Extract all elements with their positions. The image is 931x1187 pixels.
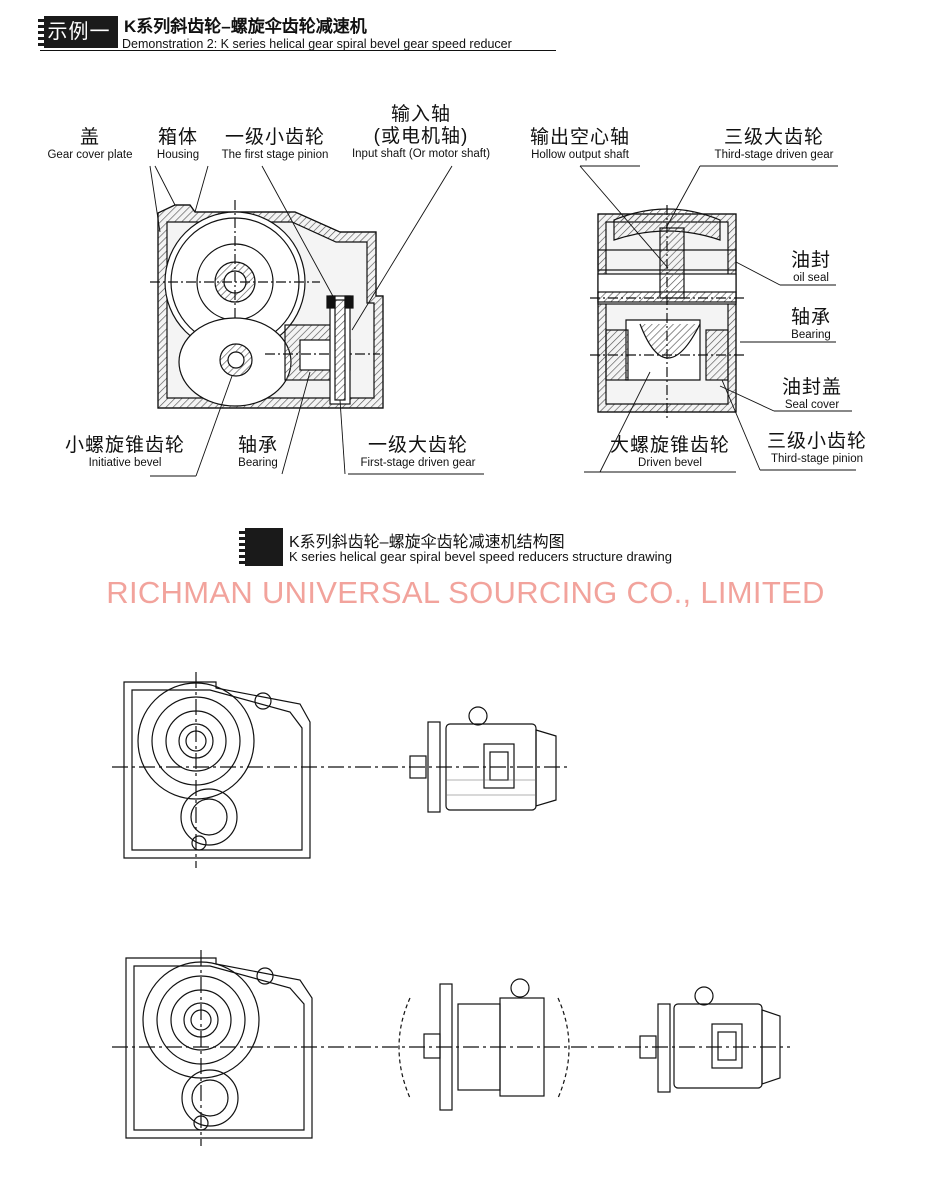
label-third-pinion: 三级小齿轮 Third-stage pinion: [766, 431, 867, 465]
label-first-pinion: 一级小齿轮 The first stage pinion: [221, 127, 329, 161]
label-hollow-output-shaft: 输出空心轴 Hollow output shaft: [529, 127, 630, 161]
left-section-drawing: [150, 200, 384, 409]
label-driven-bevel: 大螺旋锥齿轮 Driven bevel: [609, 435, 730, 469]
page-subtitle: Demonstration 2: K series helical gear s…: [122, 37, 512, 51]
watermark-text: RICHMAN UNIVERSAL SOURCING CO., LIMITED: [106, 575, 825, 610]
demo-badge: 示例一: [38, 16, 118, 48]
label-first-driven-gear: 一级大齿轮 First-stage driven gear: [360, 435, 476, 469]
section2-subtitle: K series helical gear spiral bevel speed…: [289, 549, 672, 564]
structure-drawing-1: [112, 672, 570, 868]
page-title: K系列斜齿轮–螺旋伞齿轮减速机: [124, 17, 367, 36]
label-initiative-bevel: 小螺旋锥齿轮 Initiative bevel: [64, 435, 185, 469]
label-third-driven-gear: 三级大齿轮 Third-stage driven gear: [714, 127, 834, 161]
label-bearing-right: 轴承 Bearing: [790, 307, 831, 341]
section2-title: K系列斜齿轮–螺旋伞齿轮减速机结构图: [289, 534, 565, 551]
label-housing: 箱体 Housing: [156, 127, 200, 161]
label-input-shaft: 输入轴 (或电机轴) Input shaft (Or motor shaft): [351, 104, 491, 160]
right-section-drawing: [590, 205, 745, 420]
section2-badge: [239, 528, 283, 566]
structure-drawing-2: [112, 950, 790, 1146]
label-bearing-left: 轴承 Bearing: [237, 435, 278, 469]
label-oil-seal: 油封 oil seal: [790, 250, 831, 284]
label-seal-cover: 油封盖 Seal cover: [781, 377, 842, 411]
label-gear-cover: 盖 Gear cover plate: [47, 127, 133, 161]
header-rule: [40, 50, 556, 51]
